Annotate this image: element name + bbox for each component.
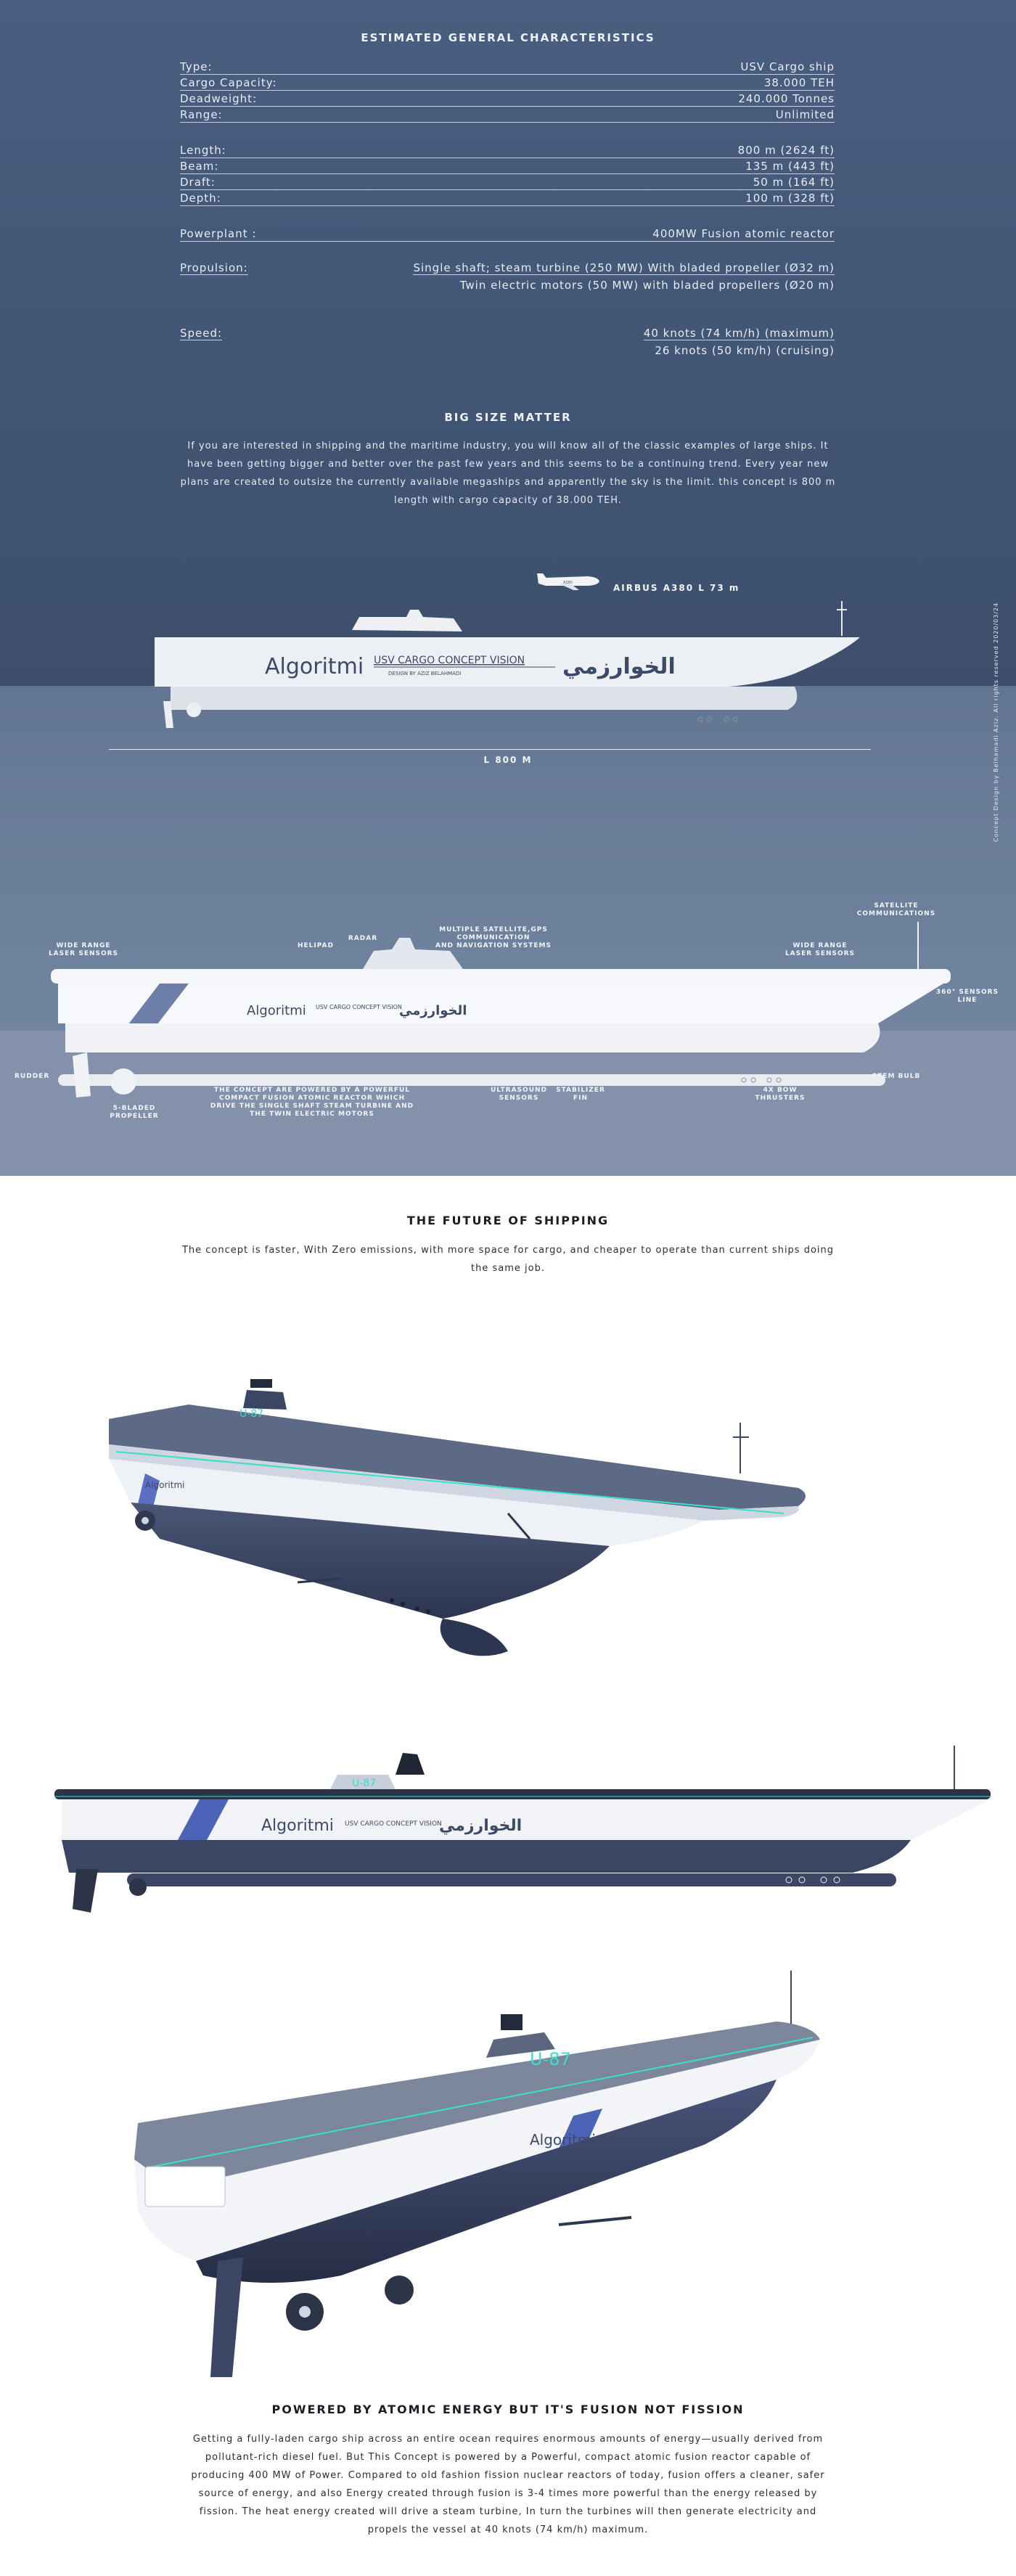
designer-credit: DESIGN BY AZIZ BELAHMADI bbox=[388, 671, 461, 676]
hull-code-3: U-87 bbox=[530, 2049, 571, 2069]
spec-row-length: Length: 800 m (2624 ft) bbox=[180, 143, 835, 158]
spec-value: 100 m (328 ft) bbox=[745, 192, 835, 205]
spec-value: USV Cargo ship bbox=[740, 60, 835, 73]
spec-label: Cargo Capacity: bbox=[180, 76, 277, 89]
future-text: The concept is faster, With Zero emissio… bbox=[181, 1245, 835, 1274]
ship-render-perspective-view: U-87 Algoritmi الخوارزمي bbox=[134, 1971, 820, 2377]
vertical-credit: Concept Design by Belhamadi Aziz. All ri… bbox=[993, 602, 999, 842]
spec-value-secondary: 26 knots (50 km/h) (cruising) bbox=[655, 344, 835, 357]
annotated-brand-arabic: الخوارزمي bbox=[399, 1003, 467, 1018]
concept-title: USV CARGO CONCEPT VISION bbox=[374, 655, 525, 666]
spec-label: Powerplant : bbox=[180, 227, 257, 240]
spec-value: 50 m (164 ft) bbox=[753, 176, 835, 189]
brand-latin: Algoritmi bbox=[265, 654, 364, 679]
spec-row-propulsion: Propulsion: Single shaft; steam turbine … bbox=[180, 261, 835, 292]
label-satellite-multi: MULTIPLE SATELLITE,GPS COMMUNICATION AND… bbox=[435, 926, 552, 949]
airbus-silhouette: A380 bbox=[537, 573, 599, 590]
specs-background bbox=[0, 0, 1016, 686]
spec-label: Speed: bbox=[180, 327, 223, 340]
airbus-label: AIRBUS A380 L 73 m bbox=[613, 583, 740, 593]
render2-brand-arabic: الخوارزمي bbox=[439, 1817, 522, 1835]
spec-label: Deadweight: bbox=[180, 92, 258, 105]
ship-annotated-view: Algoritmi USV CARGO CONCEPT VISION الخوا… bbox=[51, 922, 951, 1097]
spec-value: 800 m (2624 ft) bbox=[737, 144, 835, 157]
spec-row-range: Range: Unlimited bbox=[180, 107, 835, 123]
length-line bbox=[109, 749, 871, 750]
spec-value: 400MW Fusion atomic reactor bbox=[652, 227, 835, 240]
ship-render-stern-view: U-87 Algoritmi bbox=[109, 1379, 806, 1656]
ship-render-side-view: U-87 Algoritmi USV CARGO CONCEPT VISION … bbox=[54, 1746, 991, 1913]
annotated-brand-latin: Algoritmi bbox=[247, 1003, 306, 1018]
spec-row-type: Type: USV Cargo ship bbox=[180, 60, 835, 75]
fusion-text: Getting a fully-laden cargo ship across … bbox=[191, 2434, 825, 2535]
spec-row-cargo: Cargo Capacity: 38.000 TEH bbox=[180, 75, 835, 91]
spec-value-secondary: Twin electric motors (50 MW) with bladed… bbox=[459, 279, 835, 292]
label-wide-range-right: WIDE RANGE LASER SENSORS bbox=[784, 942, 856, 957]
label-bladed-propeller: 5-BLADED PROPELLER bbox=[110, 1105, 159, 1120]
label-ultrasound: ULTRASOUND SENSORS bbox=[490, 1087, 548, 1102]
label-stem-bulb: STEM BULB bbox=[872, 1073, 921, 1080]
label-bow-thrusters: 4X BOW THRUSTERS bbox=[755, 1087, 806, 1102]
spec-row-speed: Speed: 40 knots (74 km/h) (maximum) 26 k… bbox=[180, 327, 835, 357]
label-radar: RADAR bbox=[348, 935, 378, 942]
ship-side-view: Algoritmi USV CARGO CONCEPT VISION DESIG… bbox=[155, 601, 860, 728]
label-rudder: RUDDER bbox=[15, 1073, 50, 1080]
spec-row-deadweight: Deadweight: 240.000 Tonnes bbox=[180, 91, 835, 107]
render1-brand: Algoritmi bbox=[145, 1480, 185, 1490]
spec-value: 38.000 TEH bbox=[763, 76, 835, 89]
spec-row-beam: Beam: 135 m (443 ft) bbox=[180, 159, 835, 174]
spec-value: Unlimited bbox=[775, 108, 835, 121]
label-concept-power: THE CONCEPT ARE POWERED BY A POWERFUL CO… bbox=[210, 1087, 414, 1118]
spec-label: Draft: bbox=[180, 176, 216, 189]
spec-label: Type: bbox=[180, 60, 213, 73]
label-stabilizer: STABILIZER FIN bbox=[556, 1087, 605, 1102]
spec-label: Length: bbox=[180, 144, 226, 157]
future-title: THE FUTURE OF SHIPPING bbox=[406, 1214, 610, 1227]
label-satellite: SATELLITE COMMUNICATIONS bbox=[856, 902, 936, 917]
render2-concept-title: USV CARGO CONCEPT VISION bbox=[345, 1820, 442, 1828]
spec-value: 40 knots (74 km/h) (maximum) bbox=[643, 327, 835, 340]
ship-length-label: L 800 M bbox=[483, 755, 533, 765]
spec-row-depth: Depth: 100 m (328 ft) bbox=[180, 191, 835, 206]
spec-row-draft: Draft: 50 m (164 ft) bbox=[180, 175, 835, 190]
label-helipad: HELIPAD bbox=[298, 942, 334, 949]
spec-label: Depth: bbox=[180, 192, 221, 205]
annotated-concept-title: USV CARGO CONCEPT VISION bbox=[316, 1004, 402, 1010]
spec-value: Single shaft; steam turbine (250 MW) Wit… bbox=[413, 261, 835, 275]
brand-arabic: الخوارزمي bbox=[562, 654, 676, 679]
spec-row-powerplant: Powerplant : 400MW Fusion atomic reactor bbox=[180, 226, 835, 242]
spec-label: Beam: bbox=[180, 160, 219, 173]
hull-code-1: U-87 bbox=[239, 1408, 263, 1420]
label-wide-range-left: WIDE RANGE LASER SENSORS bbox=[48, 942, 119, 957]
spec-label: Propulsion: bbox=[180, 261, 248, 275]
airbus-tag: A380 bbox=[563, 581, 573, 585]
spec-label: Range: bbox=[180, 108, 223, 121]
spec-value: 240.000 Tonnes bbox=[738, 92, 835, 105]
render2-brand-latin: Algoritmi bbox=[261, 1817, 334, 1835]
spec-value: 135 m (443 ft) bbox=[745, 160, 835, 173]
sea-background-2 bbox=[0, 1031, 1016, 1176]
big-size-title: BIG SIZE MATTER bbox=[444, 411, 572, 424]
hull-code-2: U-87 bbox=[352, 1778, 376, 1789]
fusion-title: POWERED BY ATOMIC ENERGY BUT IT'S FUSION… bbox=[271, 2403, 745, 2416]
big-size-text: If you are interested in shipping and th… bbox=[180, 441, 836, 506]
label-360-sensors: 360° SENSORS LINE bbox=[935, 989, 999, 1004]
characteristics-title: ESTIMATED GENERAL CHARACTERISTICS bbox=[361, 31, 655, 44]
